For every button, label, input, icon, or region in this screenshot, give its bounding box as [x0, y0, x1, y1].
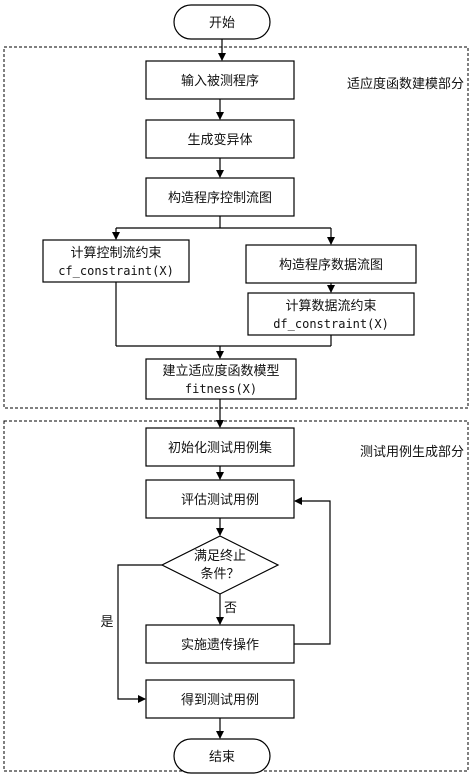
cf-constraint-title: 计算控制流约束 [70, 246, 161, 261]
build-dfg-label: 构造程序数据流图 [279, 258, 383, 273]
input-program-label: 输入被测程序 [181, 73, 259, 89]
build-cfg-label: 构造程序控制流图 [168, 191, 272, 206]
genetic-ops-box [145, 624, 295, 664]
decision-line1: 满足终止 [194, 548, 246, 564]
df-constraint-func: df_constraint(X) [273, 317, 389, 331]
modeling-section-label: 适应度函数建模部分 [347, 76, 464, 92]
arrow-loop-back [294, 497, 331, 645]
get-tests-box [145, 679, 295, 719]
termination-decision [160, 535, 280, 595]
init-tests-label: 初始化测试用例集 [168, 440, 272, 456]
yes-label: 是 [100, 615, 113, 630]
fitness-func: fitness(X) [185, 382, 257, 396]
generation-section-label: 测试用例生成部分 [360, 445, 464, 460]
end-label: 结束 [209, 750, 235, 765]
fitness-box [145, 358, 297, 400]
cf-constraint-func: cf_constraint(X) [58, 264, 174, 278]
modeling-section-frame [3, 46, 469, 409]
df-constraint-box [247, 292, 415, 336]
arrow-decision-yes [117, 564, 162, 703]
generate-mutants-box [145, 119, 295, 159]
end-terminal [173, 738, 271, 774]
decision-line2: 条件？ [200, 566, 239, 582]
no-label: 否 [224, 601, 237, 616]
fitness-title: 建立适应度函数模型 [162, 363, 279, 379]
evaluate-tests-label: 评估测试用例 [181, 493, 259, 508]
df-constraint-title: 计算数据流约束 [285, 299, 376, 314]
build-dfg-box [245, 244, 417, 284]
start-label: 开始 [209, 16, 235, 31]
get-tests-label: 得到测试用例 [181, 692, 259, 708]
input-program-box [145, 60, 295, 100]
generate-mutants-label: 生成变异体 [187, 132, 252, 148]
genetic-ops-label: 实施遗传操作 [181, 637, 259, 653]
build-cfg-box [145, 177, 295, 217]
